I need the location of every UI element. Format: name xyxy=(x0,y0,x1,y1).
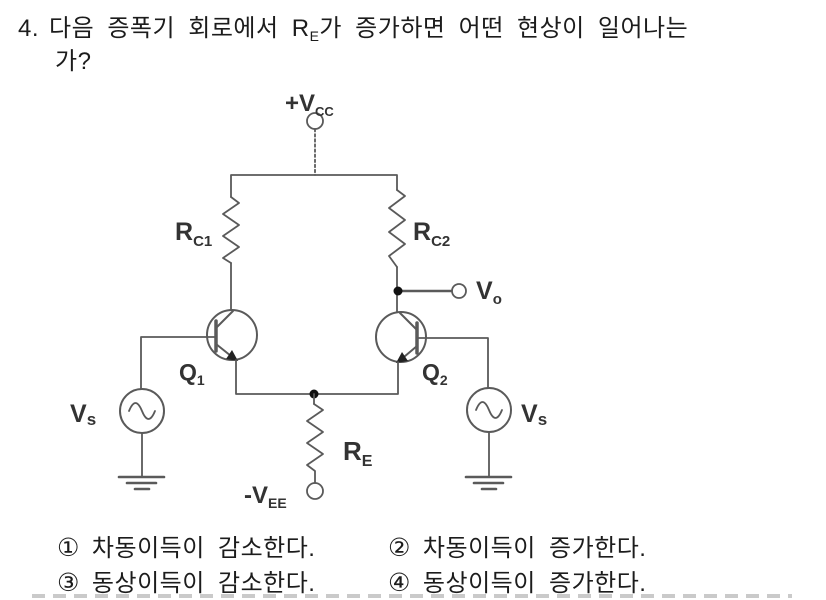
q1-collector xyxy=(215,310,234,329)
q1-emitter-wire xyxy=(235,359,315,395)
vee-terminal-circle xyxy=(306,482,324,500)
q1-transistor xyxy=(206,309,258,361)
option-1-number: ① xyxy=(57,534,80,562)
vcc-terminal xyxy=(306,112,324,176)
question-number: 4. xyxy=(18,15,40,42)
vs-right-label: Vs xyxy=(521,400,547,429)
vee-label: -VEE xyxy=(244,482,287,511)
q2-label: Q2 xyxy=(422,359,448,388)
top-rail-wire xyxy=(230,174,398,198)
vs-left-sine xyxy=(128,402,156,420)
re-label: RE xyxy=(343,436,373,470)
re-resistor xyxy=(306,393,324,484)
rc2-label: RC2 xyxy=(413,218,450,250)
option-4-number: ④ xyxy=(388,569,411,597)
vo-junction-dot xyxy=(393,286,403,296)
option-4-text: 동상이득이 증가한다. xyxy=(422,570,647,597)
vs-right-sine xyxy=(475,401,503,419)
option-3: ③ 동상이득이 감소한다. xyxy=(57,563,315,598)
q1-label: Q1 xyxy=(179,359,205,388)
option-2-text: 차동이득이 증가한다. xyxy=(422,535,647,562)
question-text-suffix: 가 증가하면 어떤 현상이 일어나는 xyxy=(319,15,689,42)
question-re-subscript: E xyxy=(309,28,320,44)
rc1-label: RC1 xyxy=(175,218,212,250)
vcc-label: +VCC xyxy=(285,90,334,119)
question-line-2: 가? xyxy=(55,48,92,75)
option-3-number: ③ xyxy=(57,569,80,597)
option-3-text: 동상이득이 감소한다. xyxy=(91,570,316,597)
vo-label: Vo xyxy=(476,277,502,308)
option-2: ② 차동이득이 증가한다. xyxy=(388,528,646,563)
question-text-prefix: 다음 증폭기 회로에서 R xyxy=(49,15,310,42)
option-1-text: 차동이득이 감소한다. xyxy=(91,535,316,562)
vs-right-source xyxy=(464,387,513,491)
q2-base-wire xyxy=(416,337,489,389)
re-zigzag xyxy=(306,403,324,484)
option-4: ④ 동상이득이 증가한다. xyxy=(388,563,646,598)
q2-collector xyxy=(399,312,418,331)
q2-emitter-arrow xyxy=(396,352,408,363)
vs-left-source xyxy=(117,388,166,491)
question-line-1: 4. 다음 증폭기 회로에서 RE가 증가하면 어떤 현상이 일어나는 xyxy=(18,8,808,43)
option-1: ① 차동이득이 감소한다. xyxy=(57,528,315,563)
q2-transistor xyxy=(375,311,427,363)
ground-symbol-right xyxy=(464,475,513,491)
option-2-number: ② xyxy=(388,534,411,562)
rc1-resistor xyxy=(222,196,240,264)
vo-terminal xyxy=(393,283,467,299)
q1-emitter-arrow xyxy=(226,350,238,361)
scan-cutoff-artifact xyxy=(32,594,792,598)
q2-emitter-wire xyxy=(313,361,399,395)
ground-symbol-left xyxy=(117,475,166,491)
vs-left-label: Vs xyxy=(70,400,96,429)
q1-base-wire xyxy=(140,336,217,390)
rc2-resistor xyxy=(388,189,406,268)
vo-terminal-circle xyxy=(451,283,467,299)
